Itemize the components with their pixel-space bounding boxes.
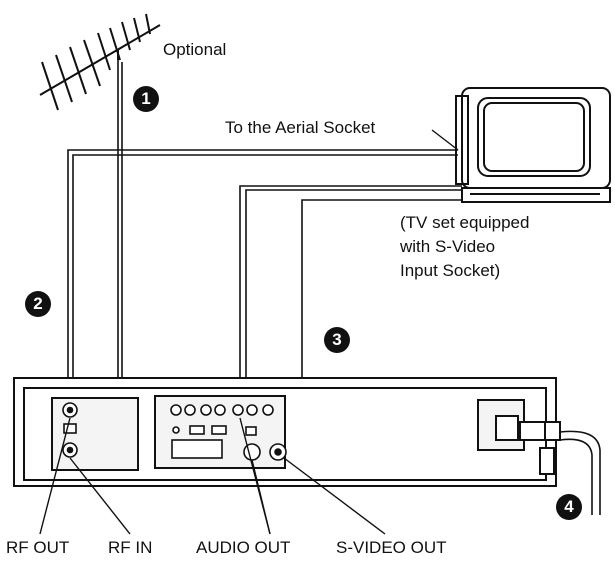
step-3-badge: 3 xyxy=(324,327,350,353)
svideo-out-label: S-VIDEO OUT xyxy=(336,538,447,557)
connection-cables xyxy=(67,60,601,515)
rf-in-label: RF IN xyxy=(108,538,153,557)
step-2-badge: 2 xyxy=(25,291,51,317)
tv-note: (TV set equipped with S-Video Input Sock… xyxy=(400,211,610,283)
step-4-badge: 4 xyxy=(556,494,582,520)
vcr-rear-panel xyxy=(13,377,561,487)
tv-set xyxy=(455,87,611,203)
aerial-socket-label: To the Aerial Socket xyxy=(225,118,376,137)
tv-note-line-3: Input Socket) xyxy=(400,261,501,280)
step-1-badge: 1 xyxy=(133,86,159,112)
tv-note-line-1: (TV set equipped xyxy=(400,213,530,232)
rf-out-label: RF OUT xyxy=(6,538,70,557)
tv-note-line-2: with S-Video xyxy=(400,237,496,256)
vcr-connectors xyxy=(62,402,287,461)
aerial-antenna xyxy=(39,13,161,111)
leader-lines xyxy=(39,129,459,535)
audio-out-label: AUDIO OUT xyxy=(196,538,291,557)
optional-label: Optional xyxy=(163,40,227,59)
